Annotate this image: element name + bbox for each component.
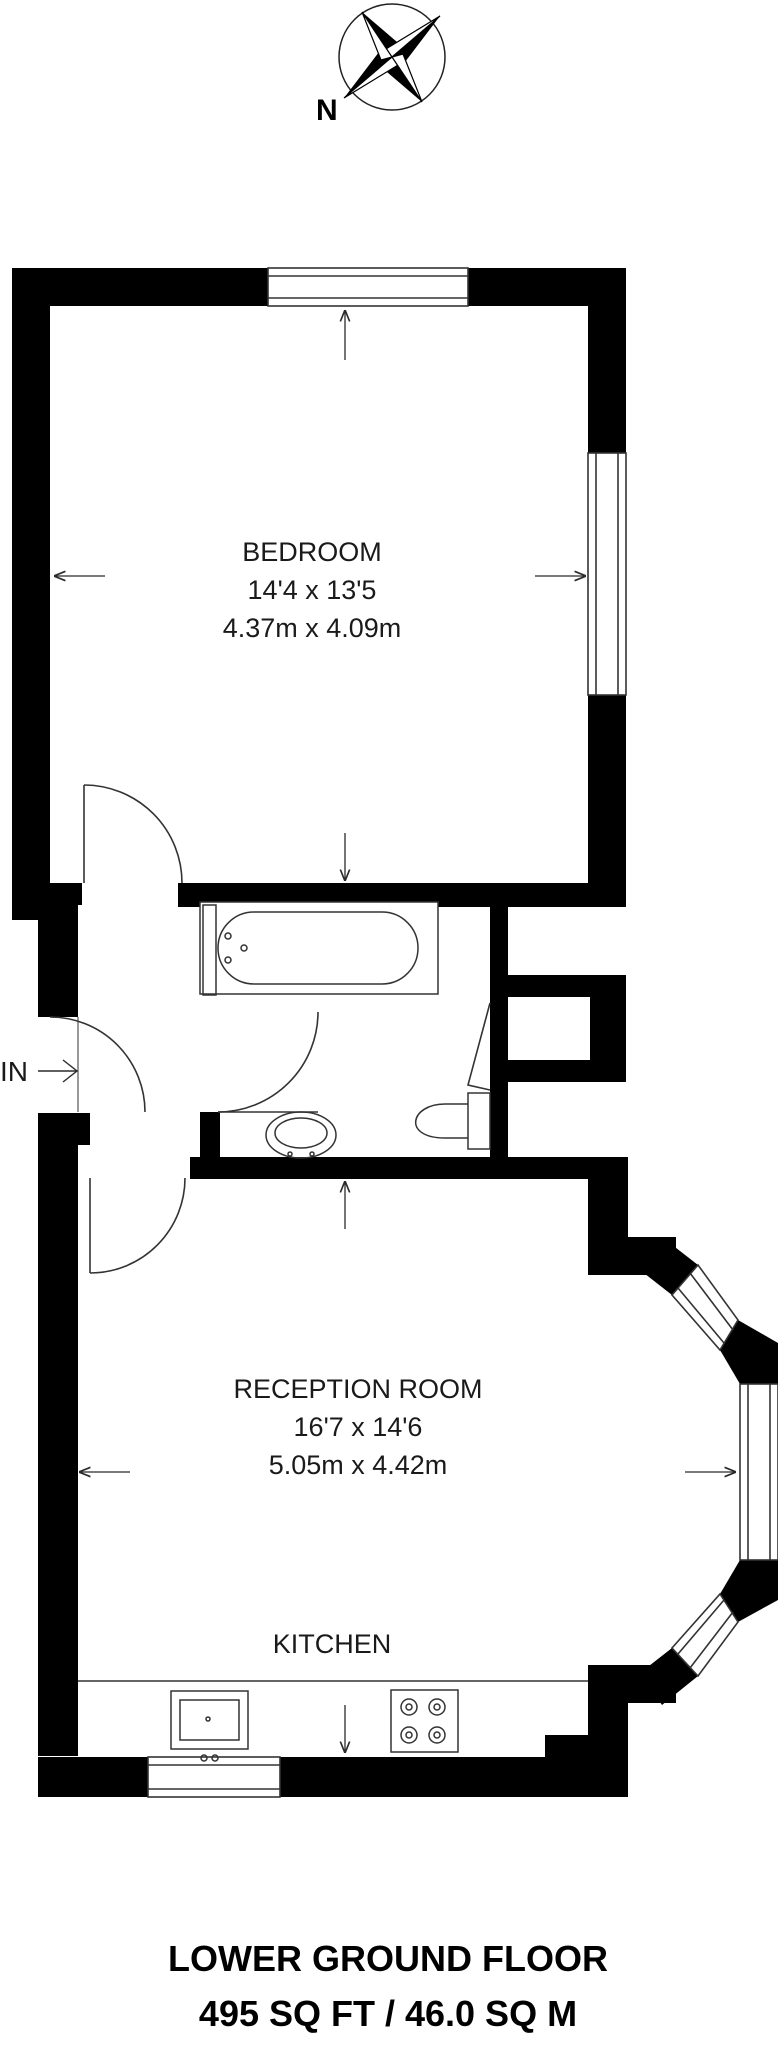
entrance-arrow-icon bbox=[38, 1059, 79, 1083]
kitchen-name: KITCHEN bbox=[273, 1629, 392, 1659]
dimension-arrows bbox=[55, 311, 735, 1752]
walls bbox=[12, 268, 778, 1797]
bathroom-sink bbox=[265, 1111, 337, 1159]
floor-area: 495 SQ FT / 46.0 SQ M bbox=[199, 1993, 577, 2034]
entrance-label: IN bbox=[0, 1056, 28, 1087]
hob bbox=[390, 1689, 459, 1753]
windows bbox=[147, 267, 778, 1798]
bathtub bbox=[199, 901, 439, 996]
bedroom-metric-size: 4.37m x 4.09m bbox=[223, 613, 402, 643]
reception-name: RECEPTION ROOM bbox=[233, 1374, 482, 1404]
bedroom-name: BEDROOM bbox=[242, 537, 382, 567]
doors bbox=[49, 784, 491, 1274]
reception-imperial-size: 16'7 x 14'6 bbox=[294, 1412, 423, 1442]
floor-name: LOWER GROUND FLOOR bbox=[168, 1938, 608, 1979]
toilet bbox=[414, 1092, 491, 1150]
compass-rose-icon bbox=[338, 3, 446, 111]
compass-north-label: N bbox=[316, 94, 338, 127]
kitchen-counter bbox=[78, 1680, 588, 1762]
reception-metric-size: 5.05m x 4.42m bbox=[269, 1450, 448, 1480]
bedroom-imperial-size: 14'4 x 13'5 bbox=[248, 575, 377, 605]
